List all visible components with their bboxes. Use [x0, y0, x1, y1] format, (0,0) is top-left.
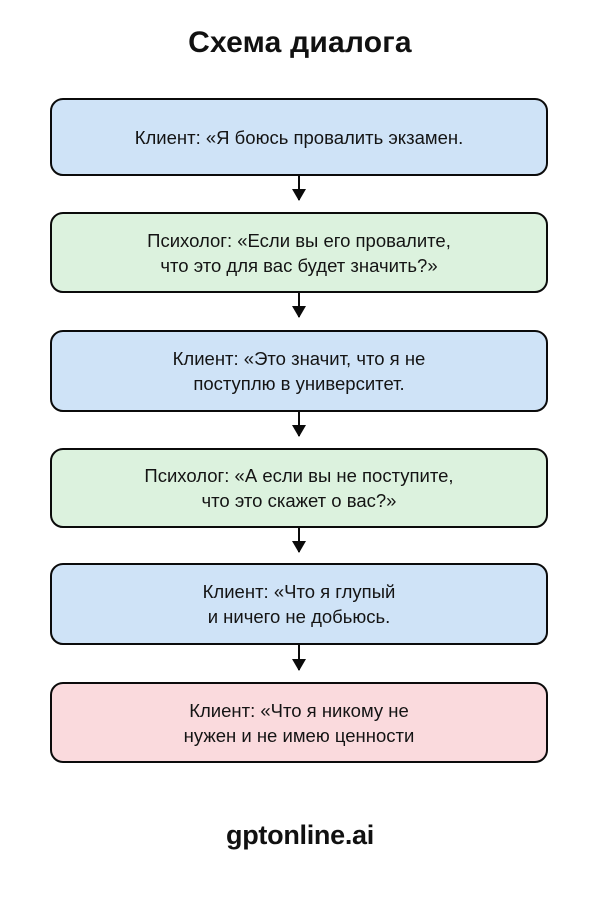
- flow-node-6-core-belief[interactable]: Клиент: «Что я никому не нужен и не имею…: [50, 682, 548, 763]
- flow-node-text: Клиент: «Я боюсь провалить экзамен.: [134, 126, 464, 148]
- arrow-down-icon-3: [292, 412, 306, 437]
- page-title: Схема диалога: [188, 26, 412, 59]
- flow-node-5-client-stupid[interactable]: Клиент: «Что я глупый и ничего не добьюс…: [50, 563, 548, 645]
- flow-node-text: Клиент: «Что я никому не нужен и не имею…: [183, 699, 415, 746]
- flow-node-text: Психолог: «А если вы не поступите, что э…: [144, 465, 454, 511]
- flow-node-text: Психолог: «Если вы его провалите, что эт…: [147, 229, 451, 276]
- flow-node-2-therapist-question[interactable]: Психолог: «Если вы его провалите, что эт…: [50, 212, 548, 293]
- flow-node-3-client-university[interactable]: Клиент: «Это значит, что я не поступлю в…: [50, 330, 548, 412]
- footer-brand-label: gptonline.ai: [226, 820, 374, 850]
- arrow-down-icon-1: [292, 176, 306, 201]
- flow-node-text: Клиент: «Это значит, что я не поступлю в…: [172, 348, 426, 394]
- flow-node-1-client-fear[interactable]: Клиент: «Я боюсь провалить экзамен.: [50, 98, 548, 176]
- arrow-down-icon-4: [292, 528, 306, 553]
- arrow-down-icon-5: [292, 645, 306, 671]
- arrow-down-icon-2: [292, 293, 306, 318]
- flow-node-4-therapist-question[interactable]: Психолог: «А если вы не поступите, что э…: [50, 448, 548, 528]
- flow-node-text: Клиент: «Что я глупый и ничего не добьюс…: [202, 581, 396, 627]
